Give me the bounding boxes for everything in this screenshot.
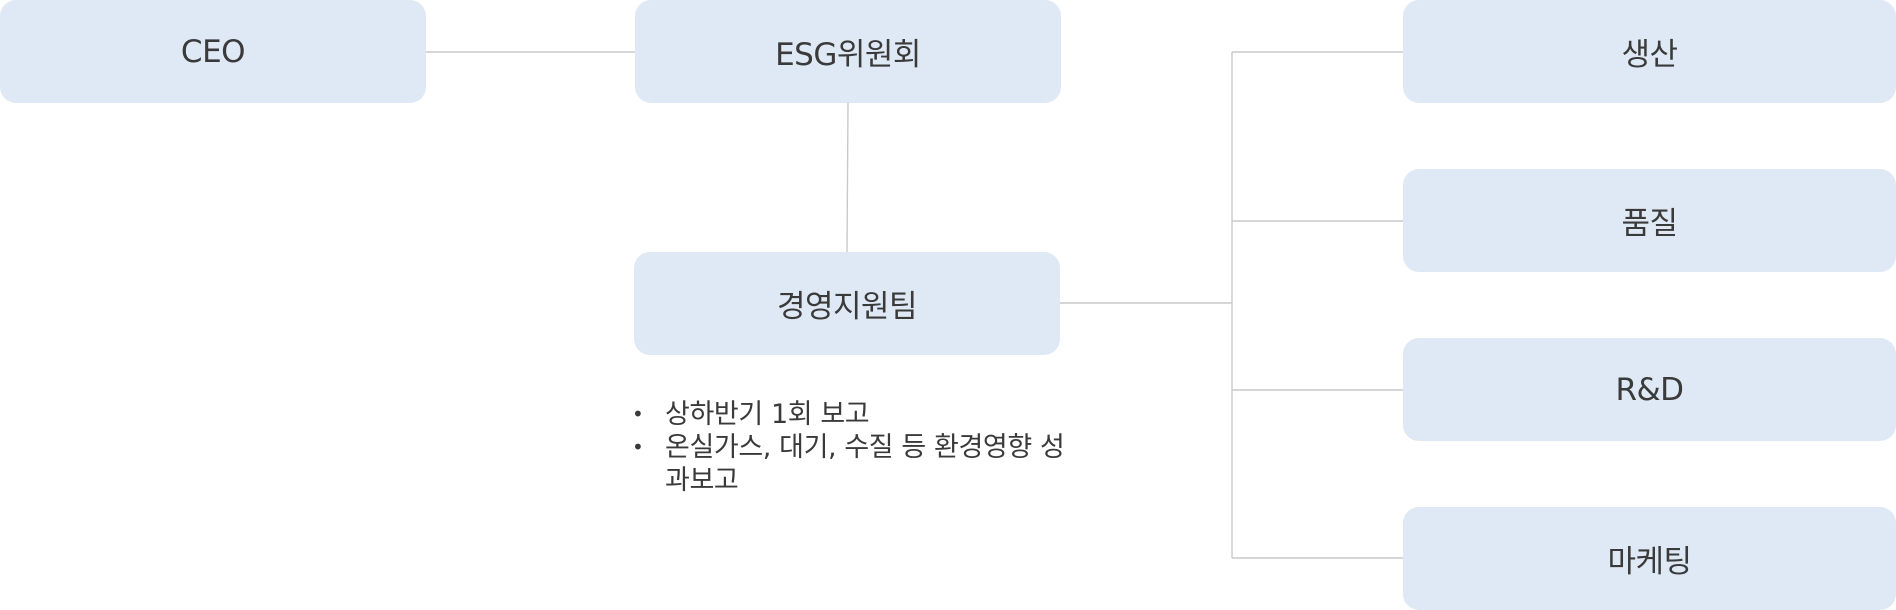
reporting-note-text: 온실가스, 대기, 수질 등 환경영향 성과보고 — [665, 432, 1065, 496]
reporting-notes-list: • 상하반기 1회 보고 • 온실가스, 대기, 수질 등 환경영향 성과보고 — [630, 398, 1070, 497]
node-production-label: 생산 — [1621, 37, 1678, 73]
node-quality: 품질 — [1403, 169, 1896, 272]
node-ceo: CEO — [0, 0, 426, 103]
node-management-support: 경영지원팀 — [634, 252, 1060, 355]
node-production: 생산 — [1403, 0, 1896, 103]
bullet-icon: • — [632, 435, 644, 459]
node-esg-committee-label: ESG위원회 — [775, 37, 921, 73]
reporting-note-item: • 온실가스, 대기, 수질 등 환경영향 성과보고 — [630, 431, 1070, 497]
node-marketing: 마케팅 — [1403, 507, 1896, 610]
reporting-note-item: • 상하반기 1회 보고 — [630, 398, 1070, 431]
reporting-note-text: 상하반기 1회 보고 — [665, 399, 870, 430]
node-esg-committee: ESG위원회 — [635, 0, 1061, 103]
node-management-support-label: 경영지원팀 — [776, 289, 918, 325]
connector-esg-management — [846, 102, 849, 253]
node-quality-label: 품질 — [1621, 206, 1678, 242]
node-marketing-label: 마케팅 — [1607, 544, 1692, 580]
node-ceo-label: CEO — [180, 33, 246, 70]
node-rnd-label: R&D — [1615, 371, 1684, 408]
bullet-icon: • — [632, 402, 644, 426]
node-rnd: R&D — [1403, 338, 1896, 441]
